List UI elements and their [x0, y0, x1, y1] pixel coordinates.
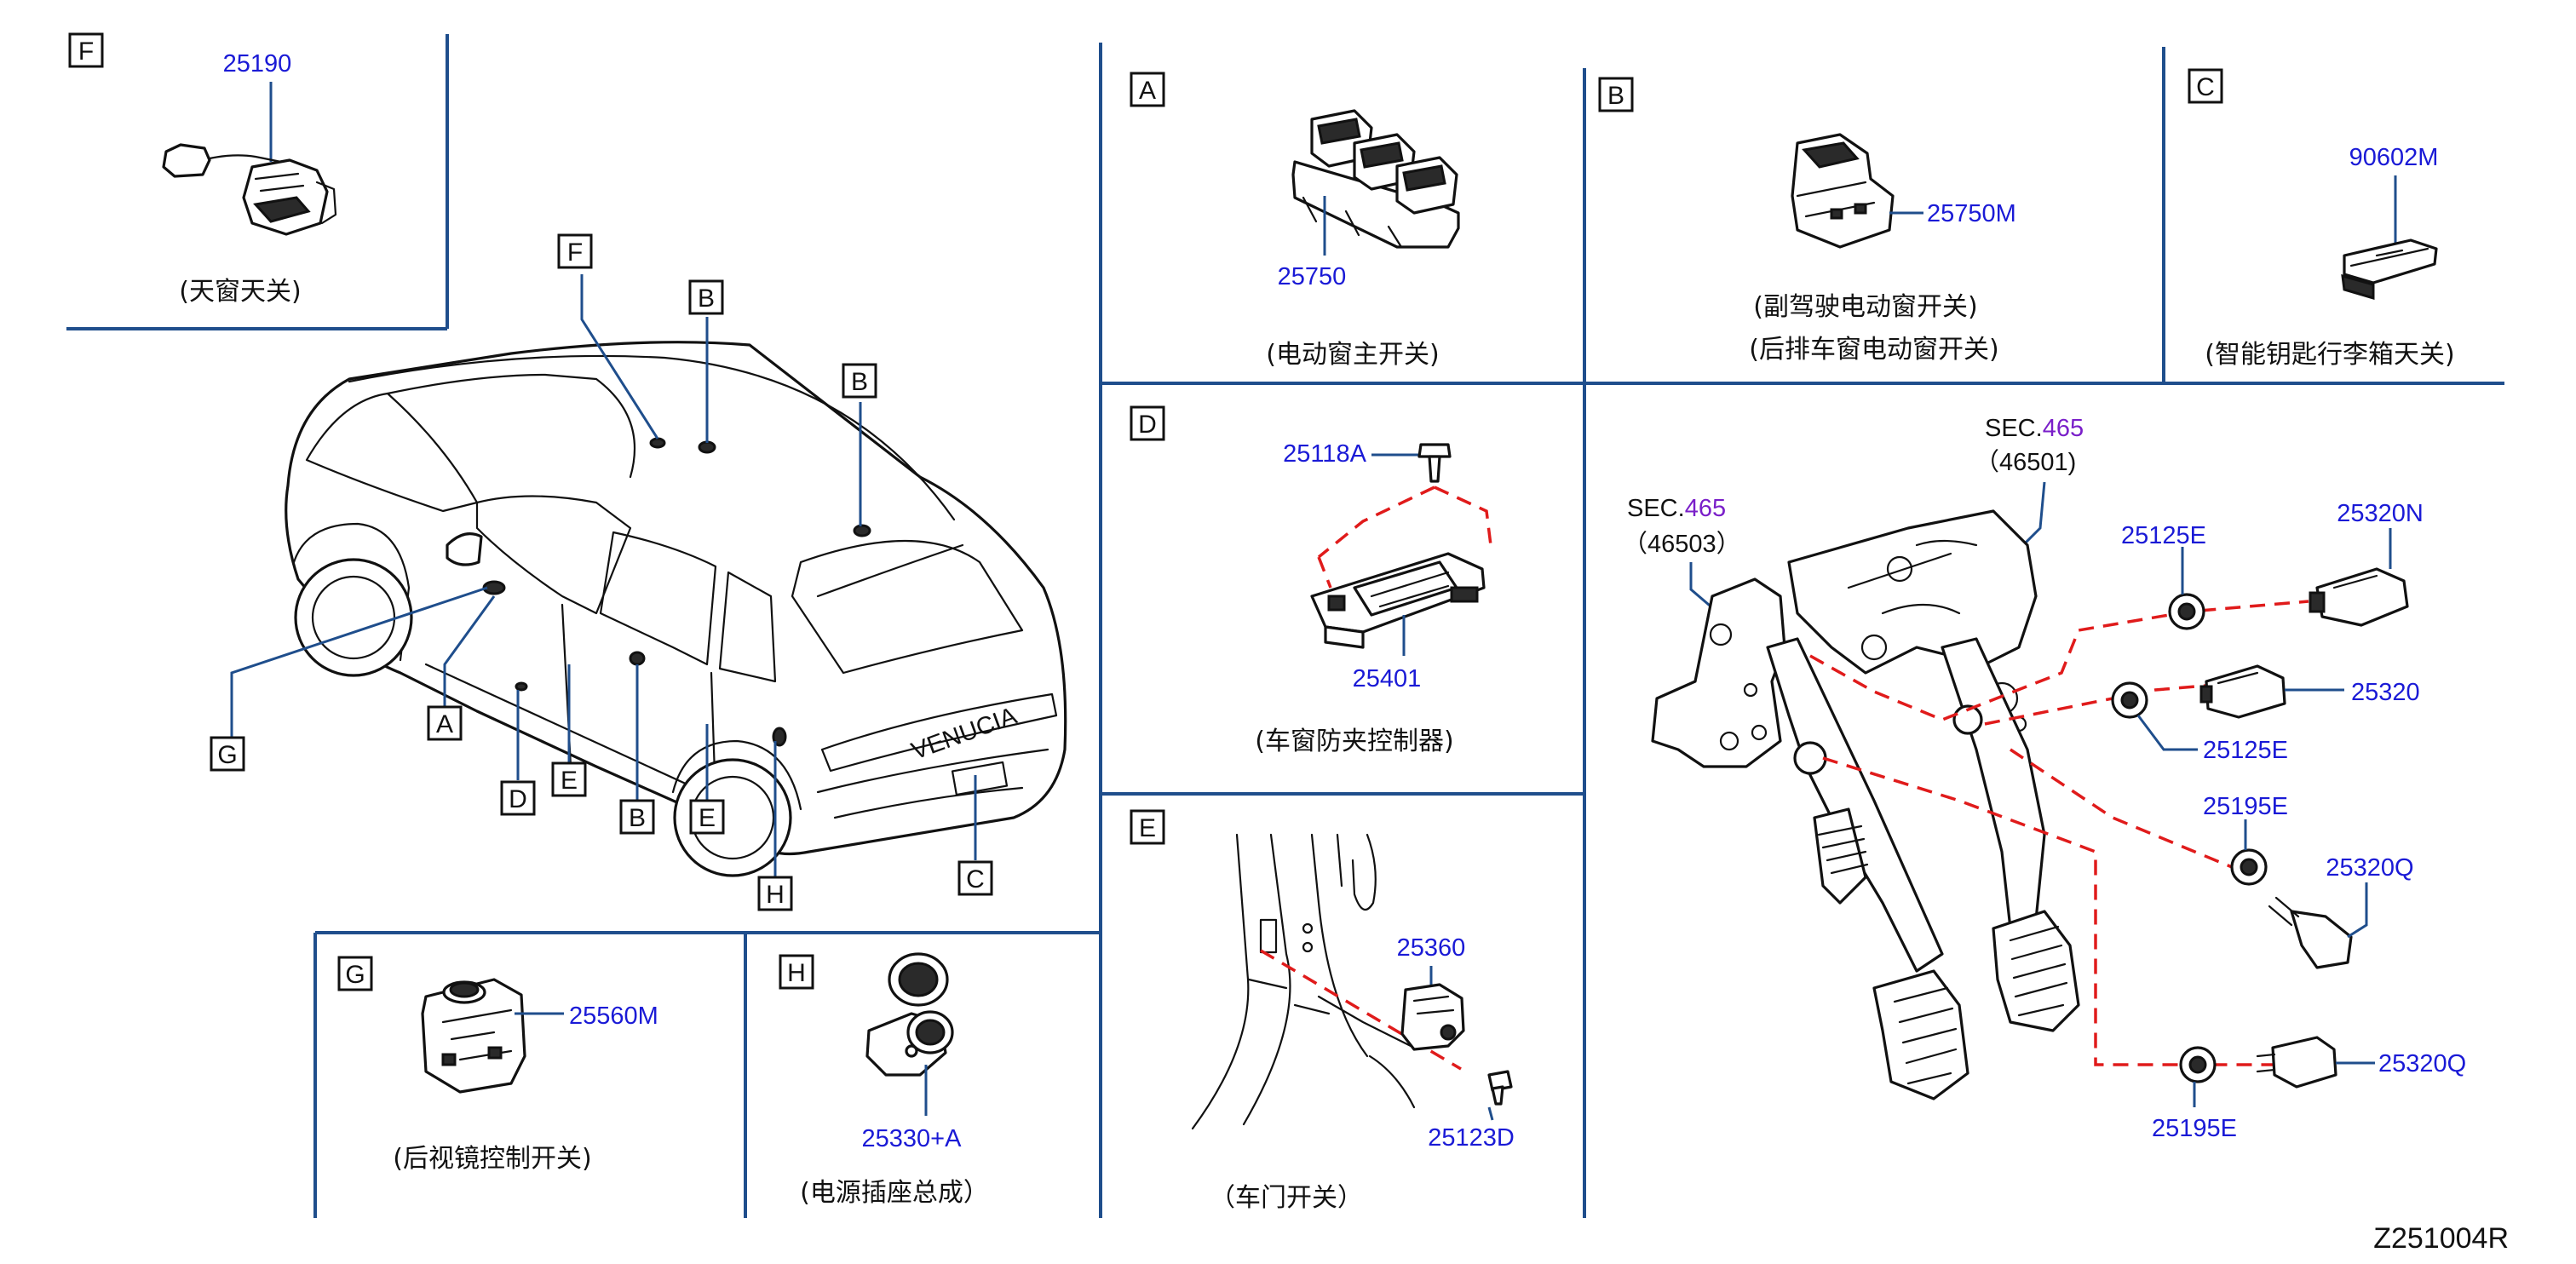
- part-number-25125e-upper: 25125E: [2121, 522, 2206, 549]
- clip-25125e-lower: [2111, 681, 2148, 719]
- panel-c-letter: C: [2196, 73, 2215, 101]
- caption-door-switch: （车门开关）: [1210, 1183, 1363, 1213]
- svg-text:H: H: [766, 881, 785, 909]
- caption-sunroof-switch: (天窗天关): [179, 277, 301, 307]
- panel-f: F 25190 (天窗天关): [68, 32, 337, 307]
- part-number-25195e-lower: 25195E: [2152, 1115, 2237, 1142]
- svg-text:E: E: [699, 804, 716, 832]
- anti-pinch-controller-drawing: [1310, 552, 1486, 649]
- clip-25195e-upper: [2230, 848, 2268, 886]
- clip-25195e-lower: [2179, 1046, 2217, 1083]
- svg-text:B: B: [698, 284, 715, 313]
- part-number-25190: 25190: [223, 50, 292, 78]
- part-number-25320n: 25320N: [2337, 500, 2424, 527]
- car-callout-e-front: E: [551, 761, 587, 797]
- switch-25320q-lower: [2256, 1036, 2337, 1089]
- caption-anti-pinch-controller: (车窗防夹控制器): [1255, 727, 1453, 756]
- screw-25118a-drawing: [1417, 443, 1452, 483]
- part-number-25320q-lower: 25320Q: [2378, 1050, 2466, 1077]
- panel-e-letter: E: [1139, 814, 1156, 842]
- svg-text:C: C: [966, 865, 985, 893]
- svg-text:A: A: [436, 710, 453, 738]
- part-number-25750: 25750: [1278, 263, 1347, 290]
- master-window-switch-drawing: [1291, 109, 1460, 249]
- panel-g-letter: G: [345, 961, 365, 989]
- part-number-25320: 25320: [2351, 679, 2420, 706]
- screw-25123d-drawing: [1487, 1070, 1513, 1106]
- switch-25320: [2199, 664, 2286, 719]
- part-number-25118a: 25118A: [1283, 440, 1366, 468]
- caption-power-socket: (电源插座总成）: [800, 1178, 989, 1208]
- panel-c: C 90602M (智能钥匙行李箱天关): [2188, 68, 2455, 370]
- car-callout-c: C: [957, 860, 993, 896]
- svg-text:B: B: [629, 804, 646, 832]
- power-socket-drawing: [865, 952, 954, 1077]
- part-number-25560m: 25560M: [569, 1003, 658, 1030]
- car-callout-b-rear: B: [842, 363, 877, 399]
- panel-f-letter-box: [68, 32, 104, 68]
- car-overview: VENUCIA F B B: [210, 233, 1067, 911]
- svg-text:B: B: [851, 368, 868, 396]
- panel-e: E 25360 25123D （车门开关）: [1130, 809, 1515, 1213]
- car-callout-f: F: [557, 233, 593, 269]
- svg-text:D: D: [509, 785, 527, 813]
- car-callout-d: D: [500, 780, 536, 816]
- car-callout-b-roof: B: [688, 279, 724, 315]
- panel-h: H 25330+A (电源插座总成）: [779, 952, 989, 1208]
- mirror-switch-drawing: [421, 978, 526, 1094]
- caption-passenger-window-switch: (副驾驶电动窗开关): [1753, 292, 1977, 322]
- door-switch-drawing: [1400, 983, 1465, 1051]
- caption-master-window-switch: (电动窗主开关): [1266, 340, 1439, 370]
- part-number-25125e-lower: 25125E: [2203, 737, 2288, 764]
- car-callout-leaders: [230, 274, 977, 877]
- caption-trunk-switch: (智能钥匙行李箱天关): [2205, 340, 2454, 370]
- sec-ref-46501: （46501): [1975, 449, 2076, 476]
- panel-d-letter: D: [1138, 411, 1157, 439]
- part-number-25330a: 25330+A: [862, 1125, 963, 1152]
- car-callout-g: G: [210, 736, 245, 772]
- sec-label-46503: SEC.465: [1627, 495, 1726, 522]
- switch-25320n: [2309, 567, 2409, 627]
- panel-pedal: SEC.465 （46501) SEC.465 （46503）: [1623, 415, 2466, 1142]
- part-number-25401: 25401: [1353, 665, 1422, 692]
- panel-a: A 25750 (电动窗主开关): [1130, 72, 1460, 370]
- part-number-25750m: 25750M: [1927, 200, 2016, 227]
- svg-text:F: F: [567, 238, 583, 267]
- trunk-switch-drawing: [2341, 238, 2438, 301]
- part-number-25320q-upper: 25320Q: [2326, 854, 2413, 882]
- car-body-drawing: [285, 341, 1067, 877]
- sunroof-switch-drawing: [162, 143, 337, 236]
- part-number-90602m: 90602M: [2349, 144, 2439, 171]
- passenger-window-switch-drawing: [1791, 133, 1895, 249]
- clip-25125e-upper: [2168, 593, 2205, 630]
- panel-b: B 25750M (副驾驶电动窗开关) (后排车窗电动窗开关): [1598, 77, 2016, 365]
- door-pillar-drawing: [1191, 833, 1416, 1130]
- part-number-25195e-upper: 25195E: [2203, 793, 2288, 820]
- panel-f-letter: F: [78, 37, 94, 66]
- panel-a-letter: A: [1139, 77, 1156, 105]
- panel-g: G 25560M (后视镜控制开关): [337, 956, 658, 1174]
- svg-text:G: G: [217, 741, 237, 769]
- sec-label-46501: SEC.465: [1985, 415, 2084, 442]
- pedal-assembly-drawing: [1651, 509, 2080, 1100]
- car-callout-h: H: [757, 876, 793, 911]
- svg-text:E: E: [561, 767, 578, 795]
- sec-ref-46503: （46503）: [1623, 531, 1741, 558]
- car-callout-a: A: [427, 705, 463, 741]
- car-callout-b-door: B: [619, 799, 655, 835]
- panel-b-letter: B: [1607, 82, 1624, 110]
- car-callout-e-rear: E: [689, 799, 725, 835]
- panel-d: D 25118A 25401 (车窗防夹控制器): [1130, 405, 1492, 756]
- caption-mirror-switch: (后视镜控制开关): [393, 1144, 591, 1174]
- panel-frames: [66, 34, 2504, 1218]
- caption-rear-window-switch: (后排车窗电动窗开关): [1749, 335, 1998, 365]
- diagram-code: Z251004R: [2373, 1222, 2509, 1255]
- panel-h-letter: H: [787, 959, 806, 987]
- part-number-25123d: 25123D: [1428, 1124, 1515, 1152]
- switch-25320q-upper: [2268, 896, 2353, 969]
- part-number-25360: 25360: [1397, 934, 1466, 962]
